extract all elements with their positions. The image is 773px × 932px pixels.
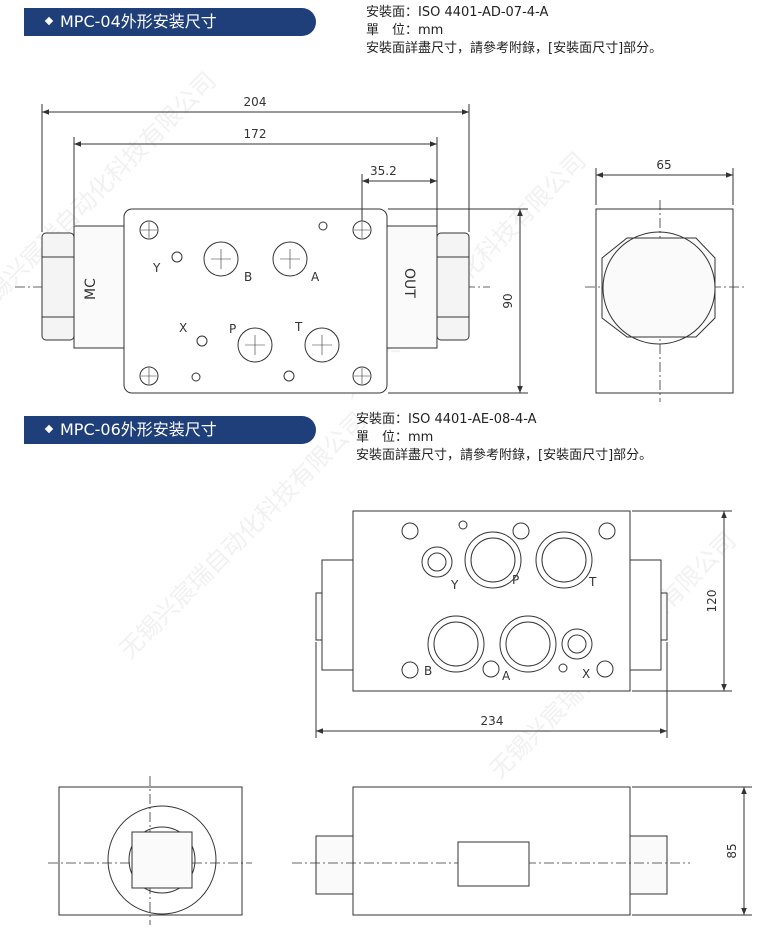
- section1-title-badge: MPC-04外形安装尺寸: [24, 8, 316, 36]
- label6-a: A: [502, 669, 511, 683]
- dim-85: 85: [725, 843, 739, 858]
- section1-spec: 安裝面：ISO 4401-AD-07-4-A 單 位：mm 安裝面詳盡尺寸，請參…: [366, 4, 662, 58]
- label-b: B: [244, 270, 252, 284]
- mpc06-side-view: 85: [292, 786, 752, 916]
- label-t: T: [294, 320, 303, 334]
- dim-234: 234: [481, 714, 504, 728]
- section1-spec-line1: 安裝面：ISO 4401-AD-07-4-A: [366, 5, 549, 20]
- section2-spec: 安裝面：ISO 4401-AE-08-4-A 單 位：mm 安裝面詳盡尺寸，請參…: [356, 411, 652, 465]
- label6-x: X: [582, 667, 590, 681]
- mpc06-end-view: [48, 776, 252, 925]
- mpc06-top-view: Y P T B A X 120 234: [315, 510, 732, 738]
- mpc04-front-view: Y B A X P T MC OUT 204 172 35.2 90: [15, 95, 528, 394]
- dim-35-2: 35.2: [370, 164, 397, 178]
- label-x: X: [179, 321, 187, 335]
- label6-p: P: [512, 573, 519, 587]
- label-a: A: [311, 270, 320, 284]
- dim-120: 120: [705, 590, 719, 613]
- mpc04-side-view: 65: [585, 158, 745, 402]
- section2-title-badge: MPC-06外形安装尺寸: [24, 416, 316, 444]
- section2-title: MPC-06外形安装尺寸: [60, 420, 217, 439]
- section1-spec-line3: 安裝面詳盡尺寸，請參考附錄，[安裝面尺寸]部分。: [366, 41, 663, 56]
- label-p: P: [229, 322, 236, 336]
- label-out: OUT: [401, 268, 417, 298]
- ports: [203, 241, 340, 363]
- dim-204: 204: [244, 95, 267, 109]
- section2-spec-line2: 單 位：mm: [356, 430, 434, 445]
- label-mc: MC: [83, 278, 99, 300]
- label6-t: T: [588, 575, 597, 589]
- section2-spec-line1: 安裝面：ISO 4401-AE-08-4-A: [356, 412, 537, 427]
- label6-b: B: [424, 664, 432, 678]
- label6-y: Y: [450, 578, 459, 592]
- section2-spec-line3: 安裝面詳盡尺寸，請參考附錄，[安裝面尺寸]部分。: [356, 448, 653, 463]
- section1-title: MPC-04外形安装尺寸: [60, 12, 217, 31]
- section1-spec-line2: 單 位：mm: [366, 23, 444, 38]
- dim-172: 172: [244, 127, 267, 141]
- dim-90: 90: [501, 293, 515, 308]
- label-y: Y: [152, 261, 161, 275]
- dim-65: 65: [656, 158, 671, 172]
